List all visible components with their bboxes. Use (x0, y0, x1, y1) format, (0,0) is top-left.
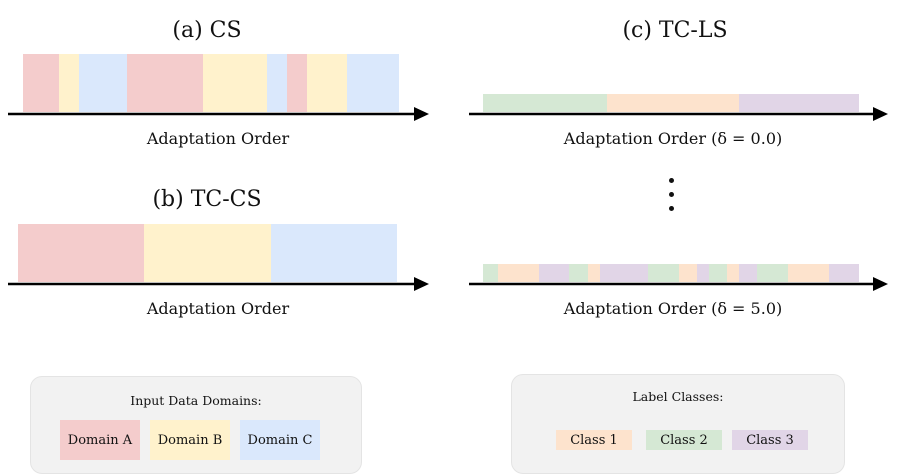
legend-domain-c-label: Domain C (247, 432, 313, 448)
panel-c-top-axis-arrow (469, 107, 888, 121)
panel-c-bottom-segment-class-1 (678, 264, 698, 282)
panel-c-bottom-segment-class-2 (569, 264, 589, 282)
panel-c-bottom-axis-arrow (469, 277, 888, 291)
class-legend-title: Label Classes: (632, 389, 724, 404)
panel-c-class-strip-delta-5 (483, 264, 860, 282)
panel-c-bottom-segment-class-3 (738, 264, 758, 282)
panel-c-bottom-segment-class-2 (483, 264, 499, 282)
panel-b-segment-domain-c (270, 224, 398, 282)
legend-class-1-label: Class 1 (570, 432, 618, 448)
legend-domain-a-label: Domain A (67, 432, 133, 448)
panel-c-bottom-segment-class-3 (539, 264, 570, 282)
panel-a-segment-domain-b (307, 54, 348, 112)
panel-b-segment-domain-a (18, 224, 145, 282)
vertical-ellipsis (664, 178, 678, 220)
panel-c-bottom-axis-label: Adaptation Order (δ = 5.0) (563, 299, 783, 318)
panel-c-top-segment-class-1 (607, 94, 739, 112)
panel-c-bottom-segment-class-3 (697, 264, 709, 282)
panel-c-bottom-segment-class-1 (787, 264, 830, 282)
panel-a-domain-strip (23, 54, 400, 112)
domain-legend-title: Input Data Domains: (130, 393, 262, 408)
legend-domain-b-label: Domain B (157, 432, 223, 448)
panel-a-segment-domain-a (23, 54, 60, 112)
panel-c-bottom-segment-class-1 (588, 264, 600, 282)
panel-c-class-strip-delta-0 (483, 94, 860, 112)
panel-c-bottom-segment-class-1 (727, 264, 739, 282)
panel-c-top-segment-class-3 (738, 94, 860, 112)
panel-a-segment-domain-a (287, 54, 308, 112)
panel-c-bottom-segment-class-2 (708, 264, 728, 282)
class-legend: Label Classes: Class 1 Class 2 Class 3 (511, 374, 845, 474)
panel-a-title: (a) CS (172, 18, 242, 43)
panel-b-title: (b) TC-CS (152, 187, 262, 212)
legend-domain-b: Domain B (150, 420, 230, 460)
legend-class-2: Class 2 (646, 430, 722, 450)
legend-class-3-label: Class 3 (746, 432, 794, 448)
panel-c-bottom-segment-class-1 (498, 264, 540, 282)
legend-domain-c: Domain C (240, 420, 320, 460)
panel-a-segment-domain-c (267, 54, 288, 112)
panel-b-axis-label: Adaptation Order (146, 299, 290, 318)
legend-class-1: Class 1 (556, 430, 632, 450)
panel-b-segment-domain-b (144, 224, 271, 282)
panel-b-axis-arrow (8, 277, 429, 291)
legend-domain-a: Domain A (60, 420, 140, 460)
panel-a-segment-domain-c (79, 54, 128, 112)
panel-c-bottom-segment-class-3 (828, 264, 860, 282)
panel-b-domain-strip (18, 224, 398, 282)
panel-c-top-axis-label: Adaptation Order (δ = 0.0) (563, 129, 783, 148)
panel-a-segment-domain-c (347, 54, 400, 112)
panel-c-bottom-segment-class-2 (648, 264, 679, 282)
domain-legend: Input Data Domains: Domain A Domain B Do… (30, 376, 362, 474)
panel-c-top-segment-class-2 (483, 94, 608, 112)
panel-a-segment-domain-b (58, 54, 80, 112)
legend-class-3: Class 3 (732, 430, 808, 450)
panel-a-segment-domain-b (203, 54, 268, 112)
panel-a-segment-domain-a (127, 54, 204, 112)
panel-a-axis-arrow (8, 107, 429, 121)
panel-c-bottom-segment-class-3 (599, 264, 649, 282)
panel-c-title: (c) TC-LS (622, 18, 728, 43)
panel-a-axis-label: Adaptation Order (146, 129, 290, 148)
panel-c-bottom-segment-class-2 (757, 264, 788, 282)
legend-class-2-label: Class 2 (660, 432, 708, 448)
